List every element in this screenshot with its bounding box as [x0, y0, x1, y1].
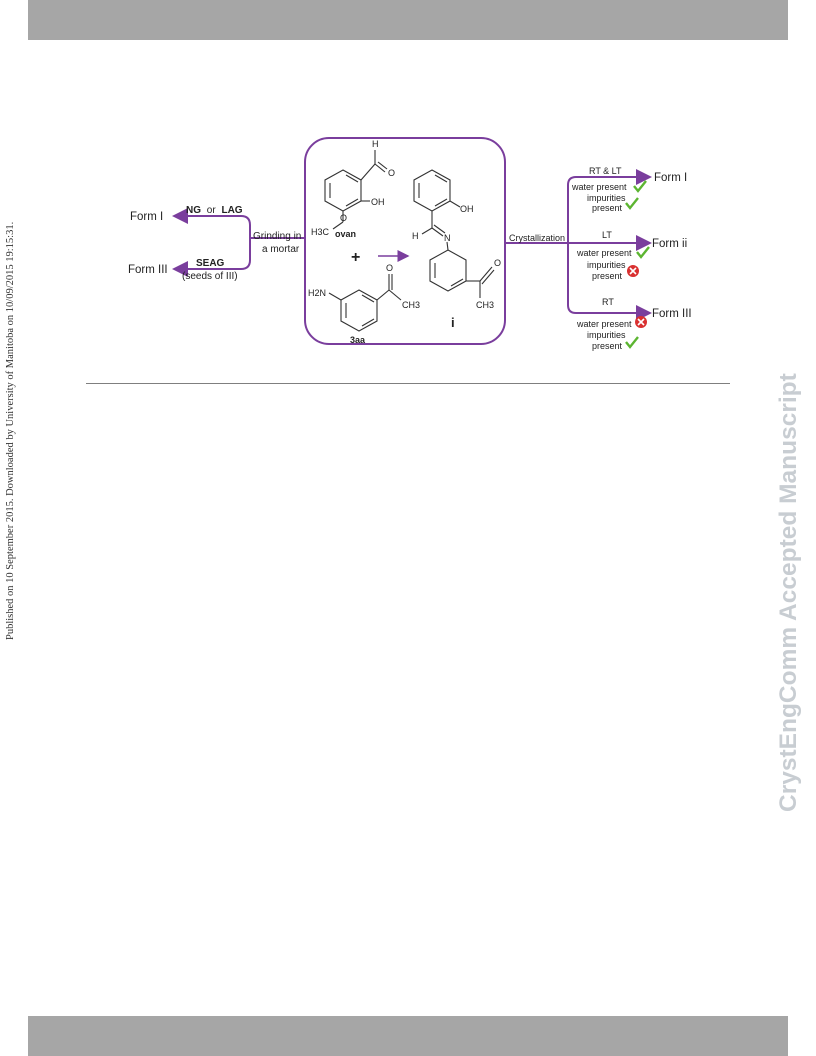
method-ng: NG: [186, 205, 201, 216]
download-note-text: Published on 10 September 2015. Download…: [5, 221, 16, 640]
polymorph-scheme: Form I NG or LAG Form III SEAG (seeds of…: [128, 137, 692, 351]
branch2-present: present: [592, 271, 623, 281]
product-atom-o: O: [494, 258, 501, 268]
watermark-text: CrystEngComm Accepted Manuscript: [775, 373, 802, 812]
branch2-impurities: impurities: [587, 260, 626, 270]
method-seag-note: (seeds of III): [182, 271, 238, 282]
grinding-label-2: a mortar: [262, 244, 300, 255]
download-note: Published on 10 September 2015. Download…: [5, 222, 16, 650]
branch1-form: Form I: [654, 172, 687, 184]
branch1-present: present: [592, 203, 623, 213]
product-atom-h: H: [412, 231, 419, 241]
branch2-form: Form ii: [652, 238, 687, 250]
plus-sign: +: [351, 249, 360, 266]
3aa-atom-h2n: H2N: [308, 288, 326, 298]
method-lag: LAG: [221, 205, 242, 216]
branch3-impurities: impurities: [587, 330, 626, 340]
header-bar: [28, 0, 788, 40]
3aa-atom-o: O: [386, 263, 393, 273]
left-method-top: NG or LAG: [186, 205, 243, 216]
grinding-label-1: Grinding in: [253, 231, 301, 242]
ovan-atom-o2: O: [340, 213, 347, 223]
left-form-top: Form I: [130, 211, 163, 223]
branch-form-iii: RT Form III water present impurities pre…: [576, 297, 692, 351]
product-atom-oh: OH: [460, 204, 474, 214]
ovan-structure: H O OH O H3C ovan: [311, 139, 395, 239]
branch1-water: water present: [571, 182, 627, 192]
branch2-water: water present: [576, 248, 632, 258]
branch3-condition: RT: [602, 297, 614, 307]
crystallization-branch: Crystallization: [505, 169, 652, 321]
product-atom-ch3: CH3: [476, 300, 494, 310]
reaction-box: [304, 137, 506, 345]
branch3-form: Form III: [652, 308, 692, 320]
ovan-label: ovan: [335, 229, 356, 239]
check-icon: [625, 336, 639, 349]
accepted-manuscript-watermark: CrystEngComm Accepted Manuscript: [775, 373, 802, 822]
branch-form-ii: LT Form ii water present impurities pres…: [576, 230, 687, 281]
3aa-structure: H2N O CH3 3aa: [308, 263, 420, 345]
branch3-present: present: [592, 341, 623, 351]
method-or: or: [207, 205, 217, 216]
product-atom-n: N: [444, 233, 451, 243]
crystallization-label: Crystallization: [509, 233, 565, 243]
ovan-atom-oh: OH: [371, 197, 385, 207]
footer-bar: [28, 1016, 788, 1056]
cross-icon: [627, 265, 639, 277]
figure-separator: [86, 383, 730, 384]
branch1-impurities: impurities: [587, 193, 626, 203]
branch1-condition: RT & LT: [589, 166, 622, 176]
product-structure: OH H N O CH3 i: [412, 169, 501, 330]
branch2-condition: LT: [602, 230, 612, 240]
method-seag: SEAG: [196, 258, 225, 269]
ovan-atom-h: H: [372, 139, 379, 149]
left-form-bottom: Form III: [128, 264, 168, 276]
ovan-atom-h3c: H3C: [311, 227, 330, 237]
3aa-atom-ch3: CH3: [402, 300, 420, 310]
check-icon: [636, 246, 650, 259]
3aa-label: 3aa: [350, 335, 366, 345]
branch-form-i: RT & LT Form I water present impurities …: [571, 166, 687, 213]
product-label: i: [451, 315, 455, 330]
check-icon: [633, 180, 647, 193]
grinding-branch: Form I NG or LAG Form III SEAG (seeds of…: [128, 205, 305, 282]
ovan-atom-o: O: [388, 168, 395, 178]
branch3-water: water present: [576, 319, 632, 329]
check-icon: [625, 197, 639, 210]
cross-icon: [635, 316, 647, 328]
